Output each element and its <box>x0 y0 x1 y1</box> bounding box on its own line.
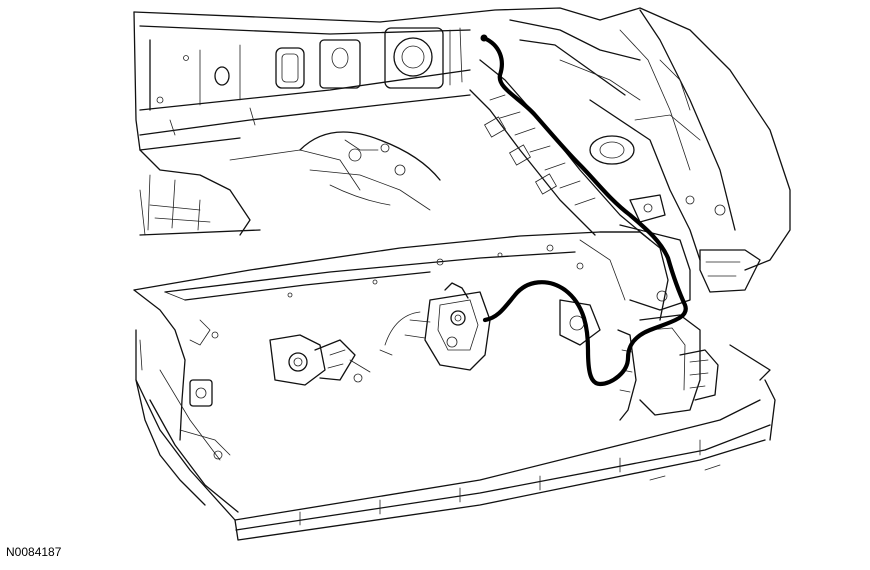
left-bracket <box>269 334 371 386</box>
right-fender <box>509 7 791 293</box>
bumper-fascia <box>135 329 776 541</box>
hood-latch <box>379 282 491 371</box>
cable-end-icon <box>480 34 488 42</box>
radiator-support <box>133 231 669 460</box>
cowl-panel <box>133 7 601 151</box>
apron-rail <box>469 59 691 311</box>
figure-reference-code: N0084187 <box>6 545 62 559</box>
left-inner-structure <box>139 131 441 236</box>
hood-release-cable <box>481 35 688 387</box>
right-bumper-bracket <box>617 314 771 421</box>
